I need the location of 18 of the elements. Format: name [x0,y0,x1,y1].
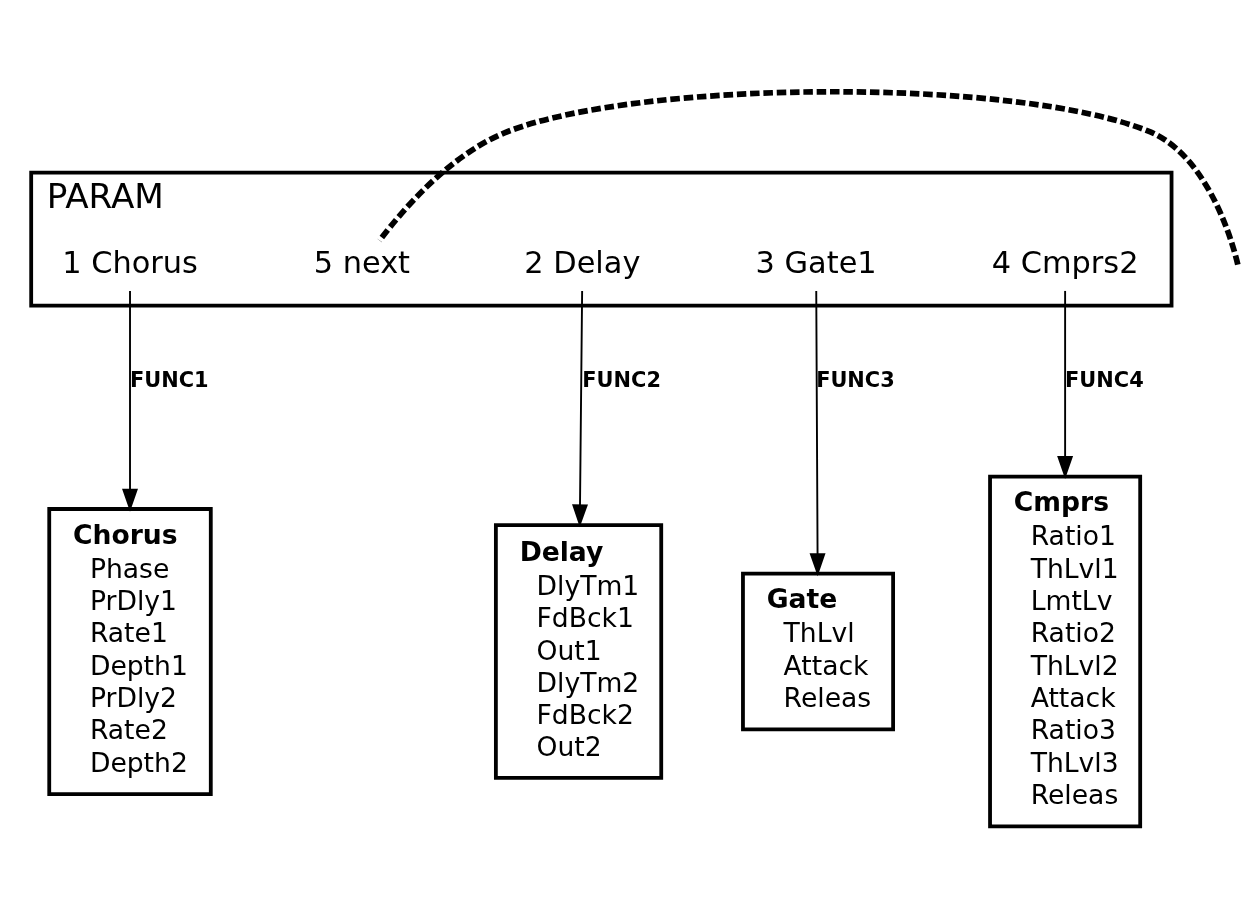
arrow [1057,289,1074,479]
node-text: 2 Delay [524,244,641,280]
edge-label: FUNC1 [130,367,209,392]
node-box: Delay DlyTm1 FdBck1 Out1 DlyTm2 FdBck2 Out2 [494,522,664,780]
node-text: 4 Cmprs2 [991,244,1139,280]
arrow [122,289,138,512]
node-box: Chorus Phase PrDly1 Rate1 Depth1 PrDly2 Rate2 Depth2 [47,506,213,796]
node-box: Gate ThLvl Attack Releas [741,571,895,731]
edge-label: FUNC3 [816,367,895,392]
node-box: Cmprs Ratio1 ThLvl1 LmtLv Ratio2 ThLvl2 Attack Ratio3 ThLvl3 Releas [988,474,1143,828]
node-text: 3 Gate1 [755,244,877,280]
arrow [572,289,588,527]
edge-label: FUNC2 [582,367,661,392]
node-text: 5 next [313,244,411,280]
arrow [809,289,826,576]
node-text: 1 Chorus [62,244,198,280]
connector [377,88,1241,265]
edge-label: FUNC4 [1065,367,1144,392]
